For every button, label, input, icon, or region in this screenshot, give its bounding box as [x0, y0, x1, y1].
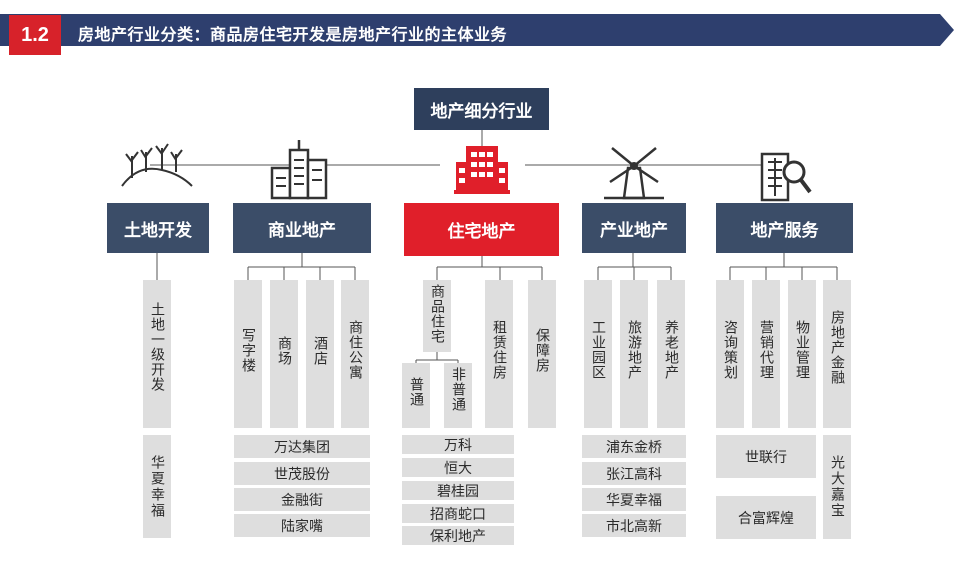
company-commercial-1: 世茂股份	[234, 462, 370, 485]
sub-non-ordinary: 非普通	[444, 363, 472, 428]
sub-marketing-agency: 营销代理	[752, 280, 780, 428]
company-residential-0: 万科	[402, 435, 514, 454]
sub-ordinary: 普通	[402, 363, 430, 428]
header-ribbon	[0, 14, 954, 46]
page-title: 房地产行业分类：商品房住宅开发是房地产行业的主体业务	[78, 25, 508, 44]
category-residential: 住宅地产	[404, 203, 559, 256]
category-commercial: 商业地产	[233, 203, 371, 253]
residential-building-icon	[454, 146, 510, 194]
company-services-vertical: 光大嘉宝	[823, 435, 851, 539]
sub-real-estate-finance: 房地产金融	[823, 280, 851, 428]
sub-commodity-housing: 商品住宅	[423, 280, 451, 352]
office-buildings-icon	[270, 140, 328, 200]
sub-serviced-apartment: 商住公寓	[341, 280, 369, 428]
category-industrial: 产业地产	[582, 203, 686, 253]
company-residential-4: 保利地产	[402, 526, 514, 545]
building-magnifier-icon	[760, 152, 812, 202]
sub-affordable-housing: 保障房	[528, 280, 556, 428]
land-icon	[121, 143, 193, 187]
company-residential-1: 恒大	[402, 458, 514, 477]
company-commercial-2: 金融街	[234, 488, 370, 511]
company-residential-3: 招商蛇口	[402, 504, 514, 523]
category-services: 地产服务	[716, 203, 853, 253]
company-services-1: 合富辉煌	[716, 496, 816, 539]
sub-consulting: 咨询策划	[716, 280, 744, 428]
company-services-0: 世联行	[716, 435, 816, 478]
sub-hotel: 酒店	[306, 280, 334, 428]
section-number: 1.2	[9, 15, 61, 55]
sub-office: 写字楼	[234, 280, 262, 428]
root-node: 地产细分行业	[414, 88, 549, 130]
company-industrial-2: 华夏幸福	[582, 488, 686, 511]
company-industrial-1: 张江高科	[582, 462, 686, 485]
sub-industrial-park: 工业园区	[584, 280, 612, 428]
sub-property-management: 物业管理	[788, 280, 816, 428]
company-industrial-3: 市北高新	[582, 514, 686, 537]
company-commercial-3: 陆家嘴	[234, 514, 370, 537]
company-land-0: 华夏幸福	[143, 435, 171, 538]
category-land-development: 土地开发	[107, 203, 209, 253]
sub-elderly-care-property: 养老地产	[657, 280, 685, 428]
company-industrial-0: 浦东金桥	[582, 435, 686, 458]
windmill-icon	[604, 147, 664, 200]
sub-mall: 商场	[270, 280, 298, 428]
sub-land-primary: 土地一级开发	[143, 280, 171, 428]
company-residential-2: 碧桂园	[402, 481, 514, 500]
sub-rental-housing: 租赁住房	[485, 280, 513, 428]
company-commercial-0: 万达集团	[234, 435, 370, 458]
sub-tourism-property: 旅游地产	[620, 280, 648, 428]
